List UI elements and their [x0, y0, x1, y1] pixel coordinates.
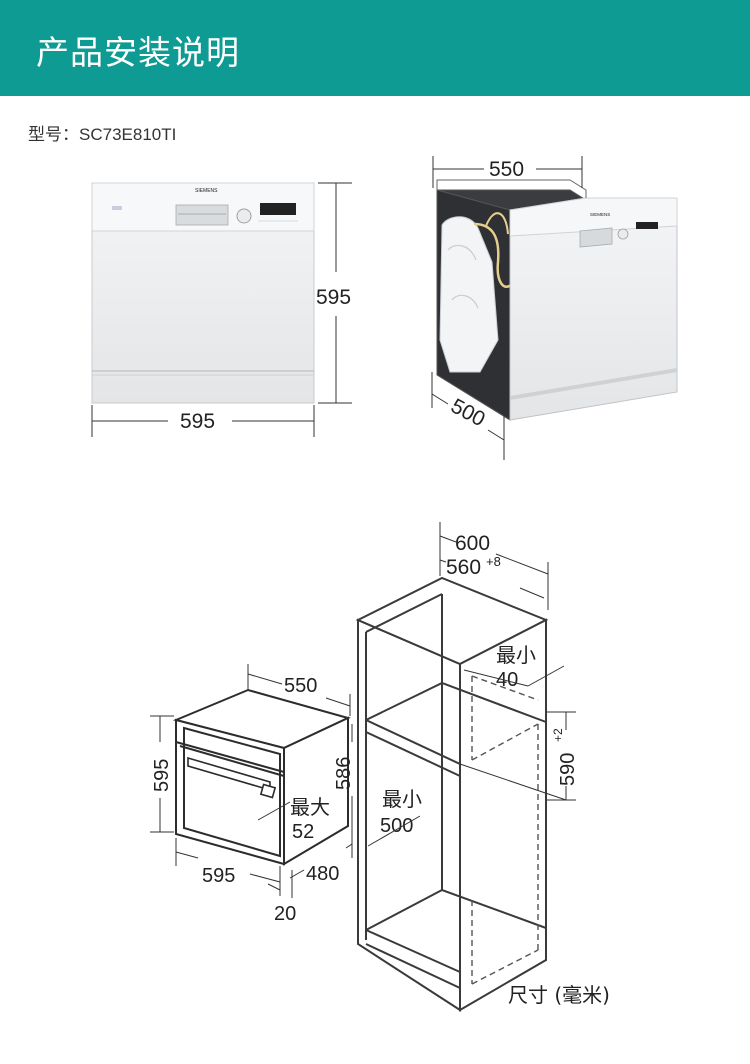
model-value: SC73E810TI — [79, 125, 177, 144]
page-title: 产品安装说明 — [36, 33, 240, 72]
iso-brand: SIEMENS — [590, 212, 610, 217]
niche-min-depth-arrow — [367, 815, 421, 847]
oven-handle — [187, 756, 277, 799]
front-door-latch — [112, 206, 122, 210]
niche-inner-width-tol: +8 — [486, 554, 501, 569]
model-label: 型号： — [28, 125, 79, 144]
niche-inner-width-label: 560 — [446, 556, 481, 579]
oven-thickness-label: 20 — [274, 903, 296, 925]
front-view-dishwasher: SIEMENS 1:00 — [91, 182, 315, 404]
niche-min-gap-arrow — [463, 665, 565, 687]
front-width-dimension — [91, 405, 315, 437]
front-display-text: 1:00 — [265, 206, 281, 215]
iso-width-label: 550 — [489, 158, 524, 181]
oven-top-width-label: 550 — [284, 675, 317, 697]
oven-top-width-dimension — [247, 664, 351, 716]
front-width-label: 595 — [180, 410, 215, 433]
niche-height-label: 590 — [557, 753, 579, 786]
iso-depth-dimension — [431, 372, 505, 460]
header-banner: 产品安装说明 — [0, 0, 750, 96]
oven-max-label: 最大 — [290, 795, 330, 819]
niche-height-dimension — [459, 711, 576, 801]
cabinet-niche — [355, 576, 549, 1012]
cabinet-hidden-lines — [471, 675, 539, 985]
model-line: 型号：SC73E810TI — [28, 120, 176, 145]
front-handle — [175, 204, 229, 226]
oven-bottom-width-dimension — [175, 838, 281, 896]
oven-depth-label: 480 — [306, 863, 339, 885]
iso-width-dimension — [432, 156, 583, 188]
niche-inner-width-dimension — [439, 559, 545, 599]
oven-left-height-label: 595 — [151, 759, 173, 792]
front-display — [260, 203, 296, 215]
units-note: 尺寸 (毫米) — [508, 983, 610, 1007]
oven-bottom-width-label: 595 — [202, 865, 235, 887]
niche-width-dimension — [439, 522, 549, 610]
oven-max-arrow — [257, 801, 291, 821]
oven-appliance — [172, 688, 351, 866]
oven-right-height-label: 586 — [333, 757, 355, 790]
iso-handle — [579, 227, 613, 248]
niche-min-depth-label: 最小 — [382, 787, 422, 811]
iso-knob — [617, 228, 629, 240]
niche-height-tol: +2 — [551, 728, 565, 742]
oven-max-value: 52 — [292, 821, 314, 843]
iso-view-dishwasher: SIEMENS — [436, 179, 678, 421]
niche-min-gap-value: 40 — [496, 669, 518, 691]
oven-left-height-dimension — [150, 715, 174, 833]
niche-width-label: 600 — [455, 532, 490, 555]
niche-min-depth-value: 500 — [380, 815, 413, 837]
front-height-dimension — [318, 182, 352, 404]
front-knob — [236, 208, 252, 224]
iso-display — [636, 222, 658, 229]
iso-hose — [473, 222, 513, 288]
front-height-label: 595 — [316, 286, 351, 309]
oven-thickness-dimension — [267, 870, 293, 898]
front-brand: SIEMENS — [195, 188, 218, 194]
niche-min-gap-label: 最小 — [496, 643, 536, 667]
